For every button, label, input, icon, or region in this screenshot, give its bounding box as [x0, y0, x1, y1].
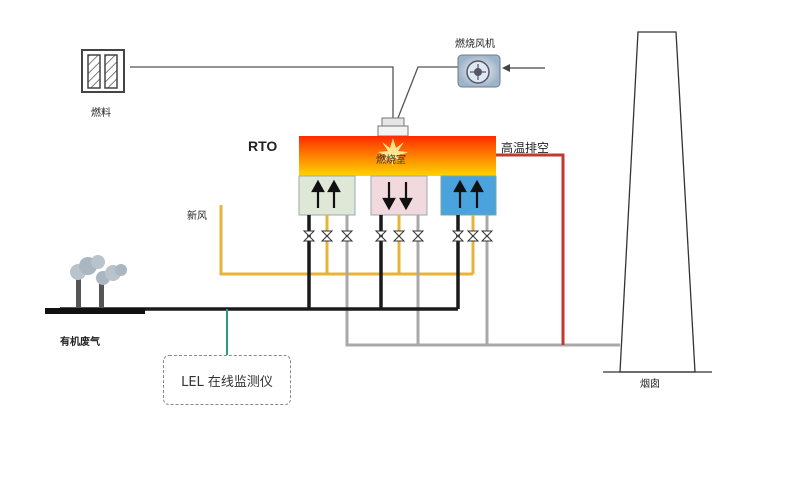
- fuel-label: 燃料: [91, 108, 111, 119]
- factory-icon: [45, 255, 145, 314]
- bed-1-up-arrows: [311, 179, 341, 208]
- burner-fan-label: 燃烧风机: [455, 39, 495, 50]
- fresh-air-label: 新风: [187, 211, 207, 222]
- lel-monitor-box: LEL 在线监测仪: [163, 355, 291, 405]
- rto-label: RTO: [248, 138, 278, 154]
- bed-2-down-arrows: [382, 182, 413, 211]
- bed-3: [440, 175, 497, 216]
- burner-nozzle-icon: [377, 117, 409, 137]
- organic-waste-gas-label: 有机废气: [60, 337, 100, 348]
- burner-fan-icon: [457, 54, 501, 88]
- fan-line: [397, 66, 458, 119]
- fresh-air-pipe: [219, 205, 473, 276]
- chimney-icon: [603, 31, 712, 373]
- high-temp-exhaust-label: 高温排空: [501, 141, 550, 155]
- fuel-line: [130, 66, 394, 122]
- fuel-tank-icon: [81, 49, 125, 93]
- bed-2: [370, 175, 428, 216]
- valve-icons: [302, 230, 494, 242]
- fan-air-arrow: [502, 64, 545, 72]
- lel-monitor-label: LEL 在线监测仪: [181, 374, 273, 390]
- bed-1: [298, 175, 356, 216]
- bed-3-up-arrows: [453, 179, 484, 208]
- flame-icon: [378, 138, 408, 166]
- combustion-chamber-label: 燃烧室: [376, 155, 406, 166]
- hot-exhaust-pipe: [496, 153, 565, 345]
- exhaust-pipe: [345, 215, 620, 347]
- chimney-label: 烟囱: [640, 379, 660, 390]
